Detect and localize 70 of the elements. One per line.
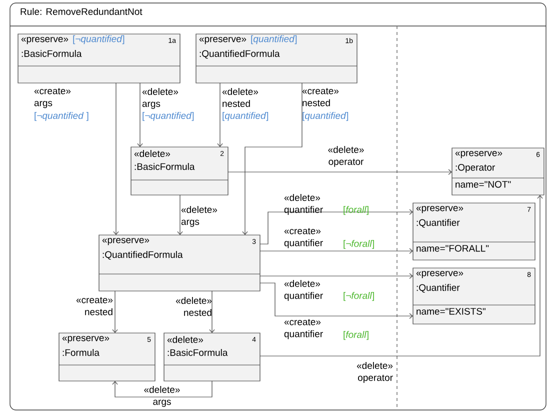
object-box: [18, 34, 180, 84]
object-name: :BasicFormula: [22, 50, 82, 57]
object-name: :BasicFormula: [168, 349, 228, 356]
edge-label: «delete» args: [144, 386, 180, 407]
edge-label: «delete» nested: [222, 88, 258, 107]
edge-label: «create» quantifier: [284, 318, 323, 340]
guard-condition: [¬forall]: [344, 292, 374, 301]
object-box: [164, 332, 260, 382]
guard-condition: [quantified]: [302, 112, 348, 121]
guard-condition: [quantified]: [251, 35, 297, 44]
object-name: :Quantifier: [416, 284, 460, 293]
edge-label: «create» nested: [302, 88, 339, 106]
attribute: name="NOT": [456, 181, 511, 188]
stereotype: «preserve»: [199, 37, 246, 44]
object-box: [196, 34, 358, 84]
object-box: [412, 268, 536, 324]
guard-condition: [forall]: [344, 331, 368, 340]
edge-label: «delete» operator: [328, 146, 364, 167]
edge-label: «delete» args: [142, 88, 178, 109]
stereotype: «preserve»: [102, 238, 150, 246]
edge-label: «create» quantifier: [284, 228, 323, 248]
object-name: :Quantifier: [416, 219, 460, 228]
object-name: :QuantifiedFormula: [102, 251, 183, 260]
guard-condition: [¬forall]: [344, 240, 374, 249]
arrow: [260, 273, 413, 279]
arrow: [177, 194, 183, 235]
object-name: :Formula: [62, 349, 100, 356]
object-box: [130, 146, 228, 196]
edge-label: «delete» args: [181, 206, 218, 227]
arrow: [137, 82, 143, 147]
attribute: name="FORALL": [416, 245, 489, 252]
stereotype: «preserve»: [416, 271, 464, 278]
arrow: [112, 290, 118, 333]
arrow: [260, 248, 413, 254]
object-name: :Operator: [456, 164, 495, 173]
guard-condition: [¬quantified]: [142, 112, 194, 121]
arrow: [260, 282, 413, 319]
stereotype: «delete»: [167, 336, 204, 343]
object-name: :BasicFormula: [134, 163, 195, 170]
stereotype: «delete»: [134, 150, 170, 157]
arrow: [260, 209, 413, 244]
arrow: [112, 380, 212, 398]
edge-label: «delete» operator: [356, 362, 393, 383]
stereotype: «preserve»: [62, 336, 110, 344]
frame-title: Rule: RemoveRedundantNot: [20, 8, 142, 15]
rule-frame: [10, 2, 546, 410]
edge-label: «delete» nested: [176, 297, 212, 316]
object-name: :QuantifiedFormula: [200, 50, 280, 59]
arrow: [228, 169, 452, 175]
guard-condition: [quantified]: [222, 112, 268, 121]
object-box: [452, 148, 544, 196]
object-box: [412, 202, 536, 260]
stereotype: «preserve»: [21, 37, 68, 44]
stereotype: «preserve»: [416, 206, 464, 214]
attribute: name="EXISTS": [416, 308, 486, 315]
arrow: [113, 82, 119, 235]
guard-condition: [¬quantified]: [73, 35, 124, 44]
edge-label: «create» nested: [76, 296, 113, 316]
object-box: [98, 234, 260, 292]
arrow: [242, 82, 302, 235]
arrow: [260, 195, 543, 356]
edge-label: «delete» quantifier: [284, 194, 323, 215]
edge-label: «delete» quantifier: [284, 280, 323, 301]
arrow: [209, 290, 215, 333]
guard-condition: [forall]: [344, 206, 368, 215]
object-box: [58, 332, 156, 382]
arrow: [217, 82, 223, 147]
guard-condition: [¬quantified ]: [34, 112, 88, 121]
edge-label: «create» args: [34, 88, 71, 108]
stereotype: «preserve»: [455, 151, 502, 158]
